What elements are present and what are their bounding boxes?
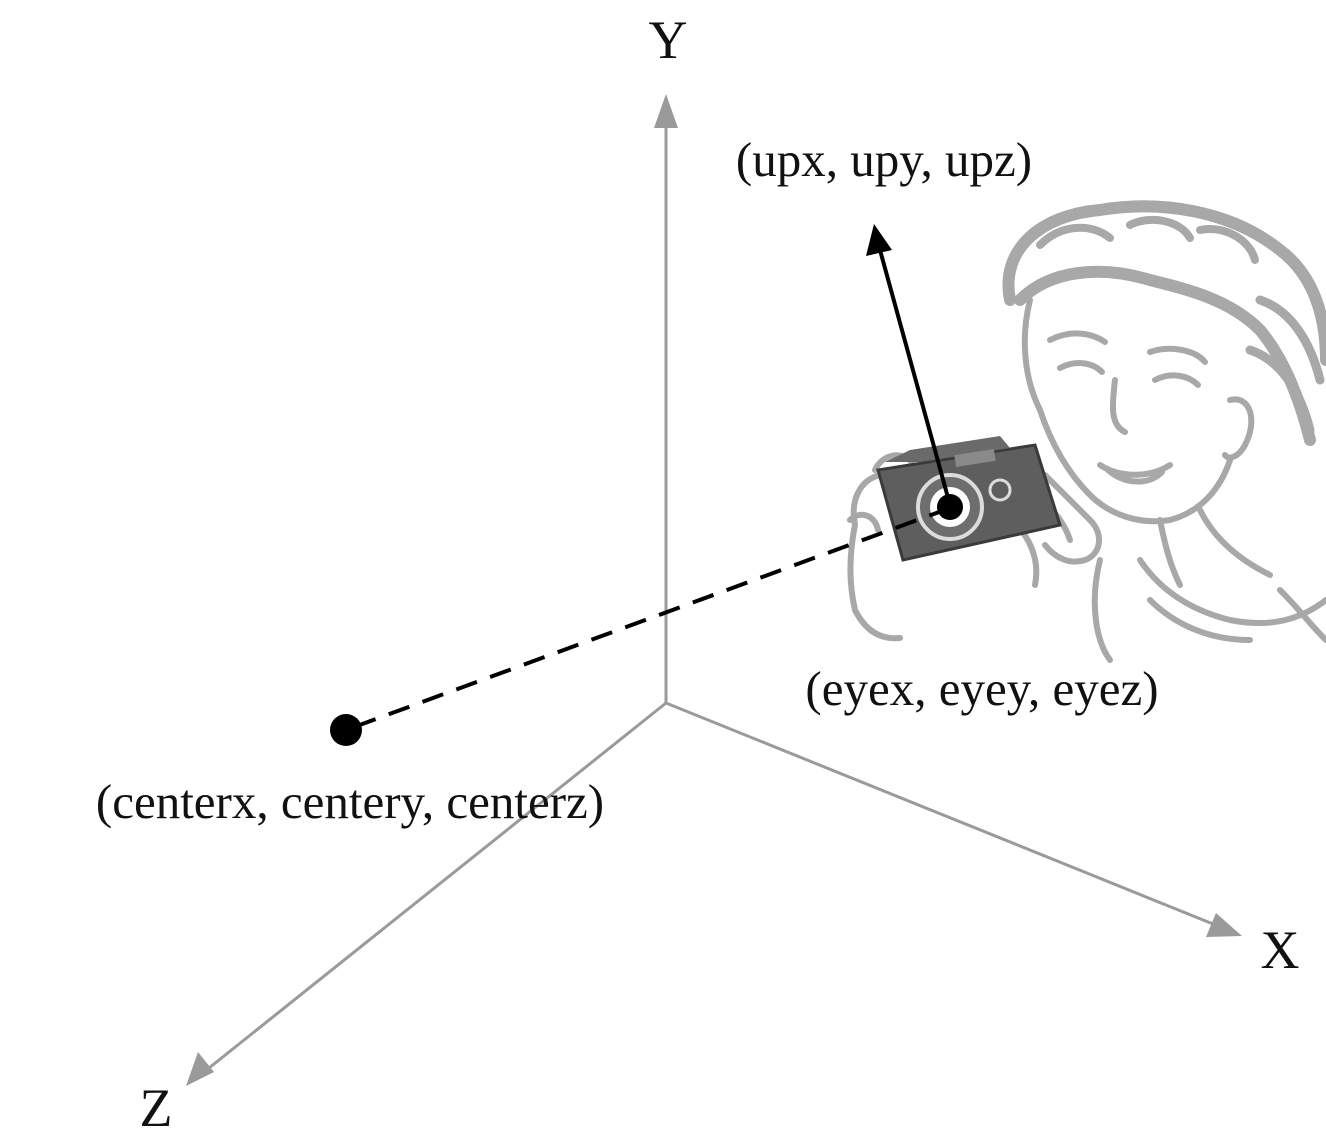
axes — [186, 94, 1242, 1086]
eye-point-label: (eyex, eyey, eyez) — [805, 661, 1158, 716]
x-axis — [665, 701, 1219, 928]
face — [1021, 297, 1233, 525]
y-axis-label: Y — [649, 10, 688, 70]
y-axis-arrowhead — [654, 94, 678, 128]
hair — [1002, 200, 1326, 446]
x-axis-label: X — [1261, 920, 1300, 980]
z-axis-arrowhead — [186, 1052, 214, 1086]
z-axis — [203, 701, 667, 1074]
collar — [1137, 507, 1326, 643]
z-axis-label: Z — [140, 1078, 173, 1137]
up-vector-arrowhead — [866, 224, 892, 256]
up-vector-label: (upx, upy, upz) — [736, 132, 1032, 187]
camera — [876, 436, 1062, 562]
x-axis-arrowhead — [1206, 913, 1242, 937]
up-vector — [878, 249, 952, 506]
center-point — [330, 714, 362, 746]
woman-camera-illustration — [847, 200, 1326, 663]
eye-point — [937, 494, 963, 520]
center-point-label: (centerx, centery, centerz) — [96, 774, 604, 829]
